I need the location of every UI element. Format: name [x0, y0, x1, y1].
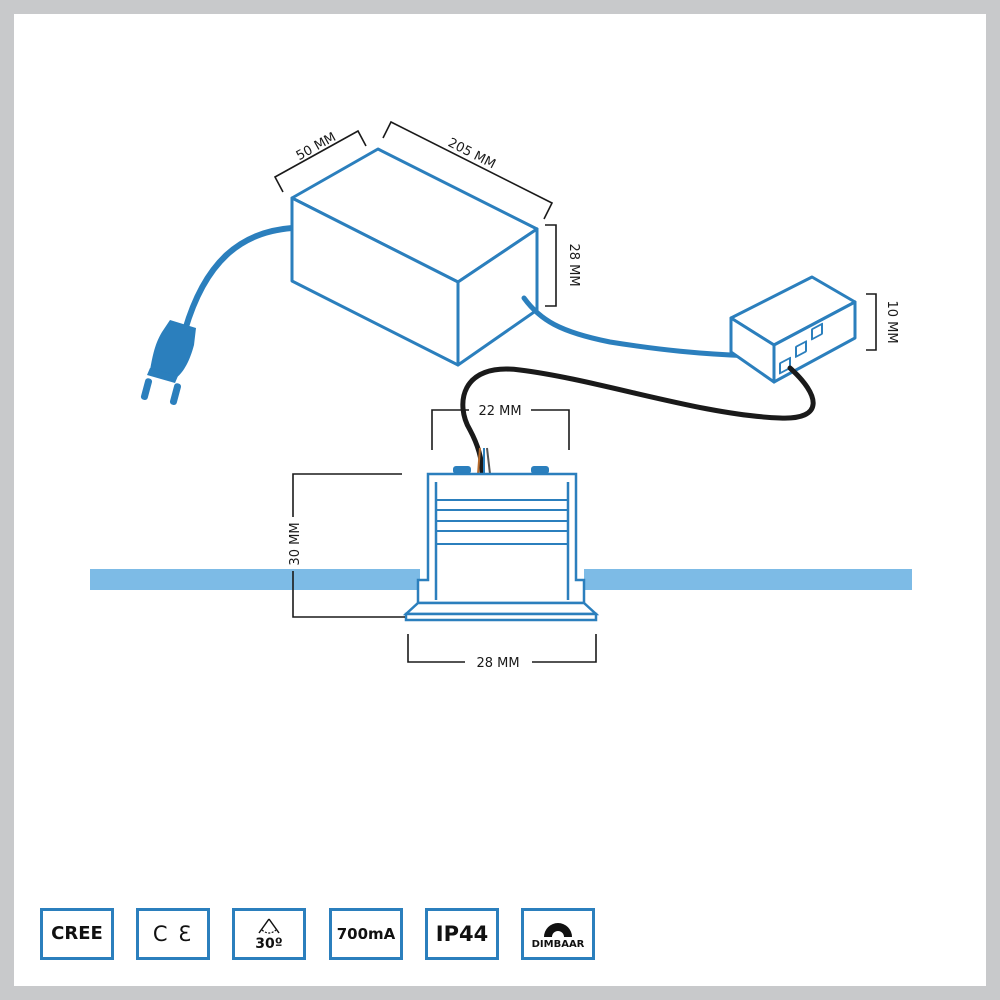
dim-driver-height-label: 28 MM [566, 243, 581, 286]
ce-mark-icon: C Ɛ [152, 922, 194, 946]
dim-junction-height-label: 10 MM [884, 300, 899, 343]
badge-cree: CREE [40, 908, 114, 960]
badge-dimmable: DIMBAAR [521, 908, 595, 960]
spot-cable [460, 365, 816, 475]
led-spot [402, 466, 600, 622]
beam-angle-icon [258, 918, 280, 934]
power-plug [140, 225, 295, 405]
spot-wires [477, 447, 491, 475]
badge-current: 700mA [329, 908, 403, 960]
badge-ip: IP44 [425, 908, 499, 960]
dim-spot-bottom-width: 28 MM [407, 634, 597, 671]
dim-driver-height: 28 MM [545, 224, 581, 307]
badge-cree-label: CREE [51, 923, 103, 944]
driver-output-cable [521, 295, 755, 359]
junction-box [729, 275, 857, 384]
led-driver-box [290, 147, 539, 367]
badge-ip-label: IP44 [435, 922, 489, 946]
badge-ce: C Ɛ [136, 908, 210, 960]
dim-spot-top-width-label: 22 MM [478, 404, 521, 419]
dim-driver-depth-label: 50 MM [294, 130, 339, 164]
badge-current-label: 700mA [336, 925, 396, 943]
dim-spot-height: 30 MM [288, 473, 405, 618]
badge-beam-angle-label: 30º [255, 936, 283, 952]
dim-spot-height-label: 30 MM [288, 522, 303, 565]
badge-beam-angle: 30º [232, 908, 306, 960]
ceiling-board [90, 569, 912, 590]
dim-junction-height: 10 MM [866, 293, 899, 351]
dim-spot-bottom-width-label: 28 MM [476, 656, 519, 671]
dim-spot-top-width: 22 MM [431, 404, 570, 450]
dimmer-icon [544, 922, 572, 937]
badge-dimmable-label: DIMBAAR [531, 938, 585, 950]
